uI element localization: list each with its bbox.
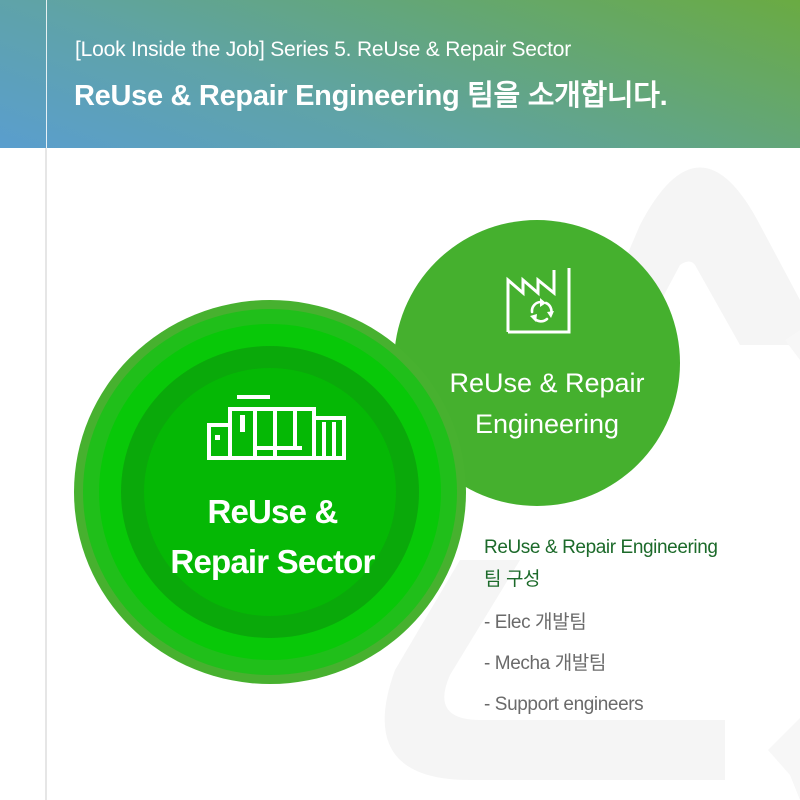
team-member-list: - Elec 개발팀 - Mecha 개발팀 - Support enginee… <box>484 602 718 725</box>
series-subtitle: [Look Inside the Job] Series 5. ReUse & … <box>75 38 571 61</box>
team-title-line2: 팀 구성 <box>484 569 541 590</box>
team-member-item: - Mecha 개발팀 <box>484 653 606 674</box>
engineering-label-line2: Engineering <box>474 409 620 439</box>
team-member-item: - Support engineers <box>484 694 644 715</box>
team-composition: ReUse & Repair Engineering 팀 구성 - Elec 개… <box>484 532 718 725</box>
team-title-line1: ReUse & Repair Engineering <box>484 537 718 558</box>
header-divider-line <box>46 0 47 148</box>
building-icon <box>207 395 346 460</box>
page-title: ReUse & Repair Engineering 팀을 소개합니다. <box>74 80 668 112</box>
sector-label-line1: ReUse & <box>207 493 338 530</box>
header-banner: [Look Inside the Job] Series 5. ReUse & … <box>0 0 800 148</box>
body-divider-line <box>45 148 47 800</box>
sector-label: ReUse & Repair Sector <box>120 487 425 587</box>
team-member-item: - Elec 개발팀 <box>484 612 587 633</box>
engineering-label-line1: ReUse & Repair <box>449 368 645 398</box>
sector-label-line2: Repair Sector <box>170 543 375 580</box>
factory-recycle-icon <box>506 268 571 334</box>
engineering-label: ReUse & Repair Engineering <box>394 363 700 445</box>
sector-circle <box>74 300 466 684</box>
